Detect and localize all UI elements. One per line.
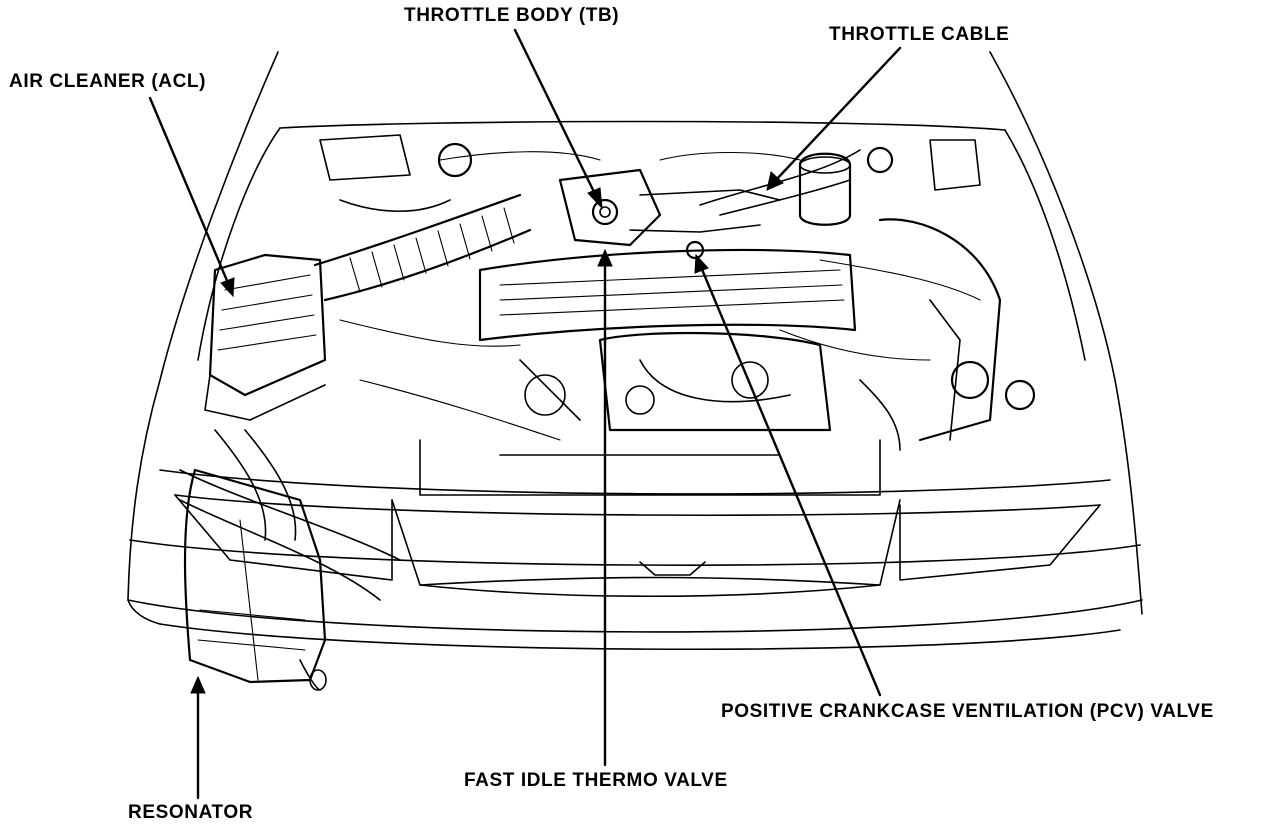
label-throttle-body: THROTTLE BODY (TB) [404,5,620,26]
air-cleaner-arrow [220,277,235,298]
throttle-body-leader [513,28,598,198]
label-pcv-valve: POSITIVE CRANKCASE VENTILATION (PCV) VAL… [721,701,1214,722]
label-fast-idle-thermo-valve: FAST IDLE THERMO VALVE [464,770,728,791]
label-throttle-cable: THROTTLE CABLE [829,24,1010,45]
leader-lines [148,28,902,800]
throttle-cable-leader [774,46,902,182]
fast-idle-thermo-valve-arrow [597,248,613,267]
air-cleaner-leader [148,96,230,285]
pcv-valve-arrow [694,253,709,274]
resonator-arrow [190,675,206,694]
pcv-valve-leader [699,265,882,697]
engine-components [179,134,1036,691]
label-air-cleaner: AIR CLEANER (ACL) [9,71,207,92]
throttle-body-arrow [587,187,603,210]
car-body-outline [127,51,1143,651]
label-resonator: RESONATOR [128,802,254,823]
throttle-cable-arrow [766,171,784,191]
